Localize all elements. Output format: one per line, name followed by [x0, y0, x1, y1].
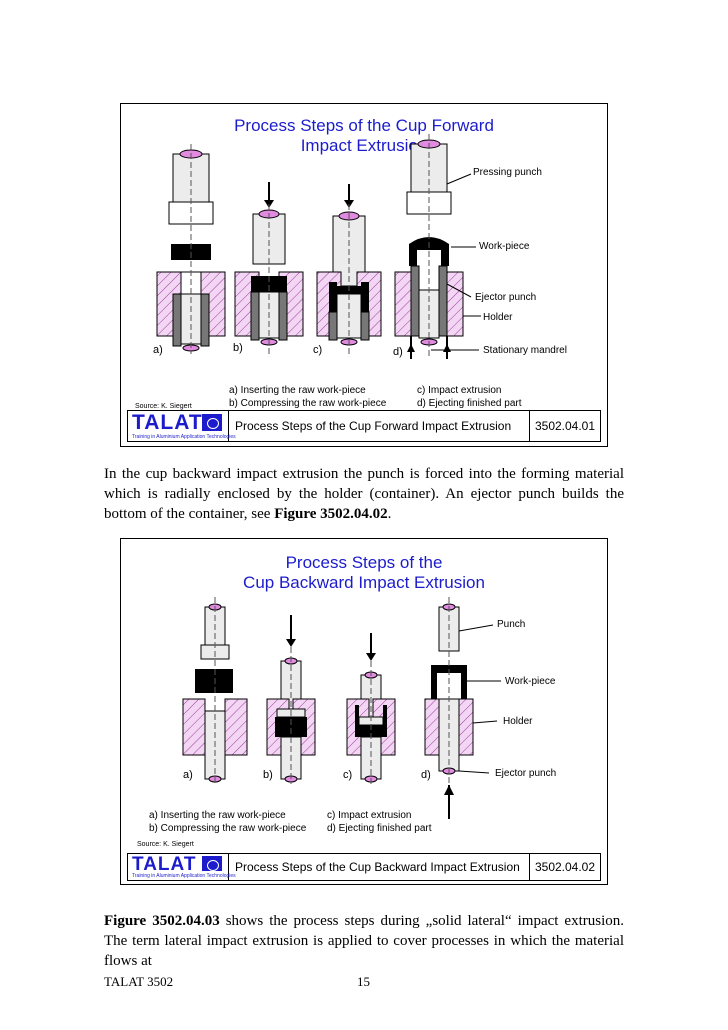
- footer-title: Process Steps of the Cup Backward Impact…: [229, 854, 530, 880]
- legend-a: a) Inserting the raw work-piece: [229, 385, 366, 396]
- label-ejector-punch: Ejector punch: [495, 768, 557, 779]
- legend-c: c) Impact extrusion: [327, 810, 412, 821]
- body-paragraph-1: In the cup backward impact extrusion the…: [104, 464, 624, 524]
- body-paragraph-2: Figure 3502.04.03 shows the process step…: [104, 911, 624, 971]
- step-label-a: a): [183, 769, 193, 781]
- figure-title-line1: Process Steps of the Cup Forward: [234, 116, 494, 135]
- talat-logo: TALAT Training in Aluminium Application …: [128, 854, 236, 880]
- legend-col2: c) Impact extrusion d) Ejecting finished…: [417, 384, 522, 410]
- legend-c: c) Impact extrusion: [417, 385, 502, 396]
- step-label-c: c): [343, 769, 353, 781]
- step-label-b: b): [233, 342, 243, 354]
- figure-title-line1: Process Steps of the: [285, 553, 443, 572]
- step-b-assembly: [266, 615, 316, 784]
- step-label-b: b): [263, 769, 273, 781]
- step-label-c: c): [313, 344, 323, 356]
- step-label-d: d): [421, 769, 431, 781]
- paragraph-1-text: In the cup backward impact extrusion the…: [104, 466, 624, 522]
- label-holder: Holder: [503, 716, 533, 727]
- legend-b: b) Compressing the raw work-piece: [229, 398, 387, 409]
- footer-code: 3502.04.02: [534, 860, 596, 874]
- step-label-a: a): [153, 344, 163, 356]
- label-stationary-mandrel: Stationary mandrel: [483, 345, 567, 356]
- step-d-assembly: [394, 134, 464, 359]
- figure-title-line2: Cup Backward Impact Extrusion: [243, 573, 485, 592]
- logo-tagline: Training in Aluminium Application Techno…: [132, 873, 236, 879]
- legend-a: a) Inserting the raw work-piece: [149, 810, 286, 821]
- footer-title: Process Steps of the Cup Forward Impact …: [229, 411, 530, 441]
- logo-word: TALAT: [132, 854, 197, 875]
- legend-d: d) Ejecting finished part: [327, 823, 432, 834]
- step-label-d: d): [393, 346, 403, 358]
- footer-code: 3502.04.01: [534, 419, 596, 433]
- talat-logo: TALAT Training in Aluminium Application …: [128, 411, 236, 441]
- logo-emblem-icon: [202, 414, 222, 431]
- step-a-assembly: [156, 144, 226, 354]
- label-work-piece: Work-piece: [505, 676, 556, 687]
- figure-footer: TALAT Training in Aluminium Application …: [127, 853, 601, 881]
- figure-reference-2: Figure 3502.04.02: [274, 506, 388, 522]
- page-number: 15: [357, 974, 370, 989]
- paragraph-1-end: .: [387, 506, 392, 522]
- logo-word: TALAT: [132, 411, 203, 434]
- legend-col1: a) Inserting the raw work-piece b) Compr…: [149, 809, 306, 835]
- legend-b: b) Compressing the raw work-piece: [149, 823, 307, 834]
- step-c-assembly: [316, 184, 382, 354]
- logo-tagline: Training in Aluminium Application Techno…: [132, 434, 236, 440]
- step-d-assembly: [424, 597, 474, 819]
- legend-col1: a) Inserting the raw work-piece b) Compr…: [229, 384, 386, 410]
- step-c-assembly: [346, 633, 396, 784]
- step-a-assembly: [182, 597, 248, 784]
- figure-reference-3: Figure 3502.04.03: [104, 913, 220, 929]
- logo-emblem-icon: [202, 856, 222, 871]
- step-b-assembly: [234, 182, 304, 354]
- backward-extrusion-diagram: [182, 597, 501, 819]
- legend-d: d) Ejecting finished part: [417, 398, 522, 409]
- label-holder: Holder: [483, 312, 513, 323]
- legend-col2: c) Impact extrusion d) Ejecting finished…: [327, 809, 432, 835]
- forward-extrusion-diagram: [156, 134, 481, 359]
- figure-cup-forward-extrusion: Process Steps of the Cup Forward Impact …: [120, 103, 608, 447]
- figure-title-line2: Impact Extrusion: [300, 136, 428, 155]
- page-footer-doc-id: TALAT 3502: [104, 974, 174, 989]
- label-ejector-punch: Ejector punch: [475, 292, 537, 303]
- figure-source: Source: K. Siegert: [135, 403, 192, 410]
- paragraph-2-text: shows the process steps during „solid la…: [104, 913, 624, 969]
- label-work-piece: Work-piece: [479, 241, 530, 252]
- figure-source: Source: K. Siegert: [137, 841, 194, 848]
- figure-cup-backward-extrusion: Process Steps of the Cup Backward Impact…: [120, 538, 608, 885]
- label-pressing-punch: Pressing punch: [473, 167, 542, 178]
- label-punch: Punch: [497, 619, 526, 630]
- figure-footer: TALAT Training in Aluminium Application …: [127, 410, 601, 442]
